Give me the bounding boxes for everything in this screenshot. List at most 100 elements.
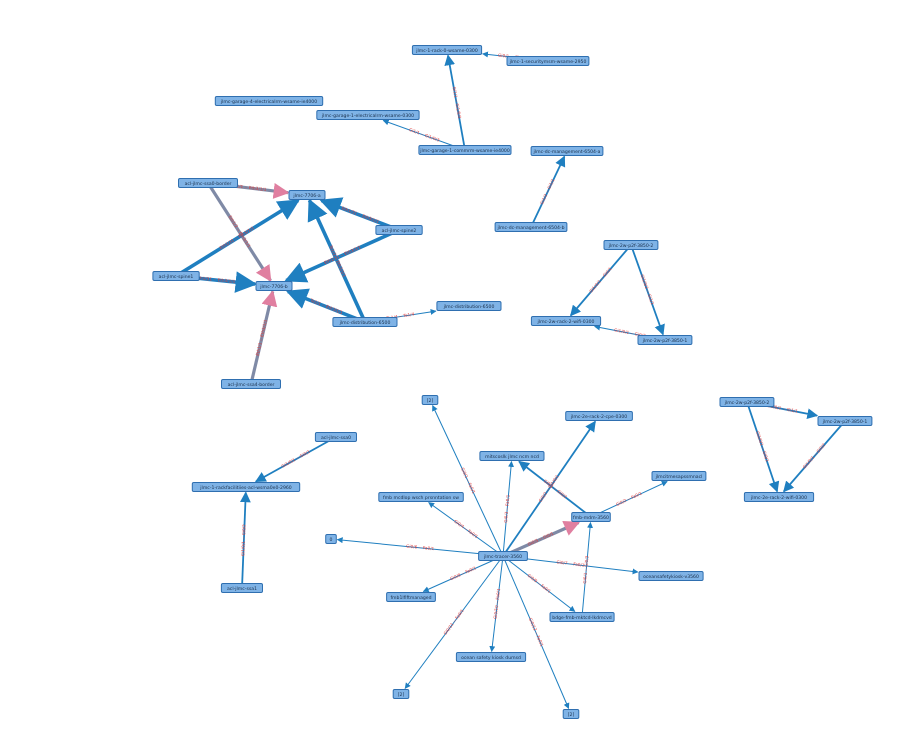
node-box[interactable] [530,146,604,156]
node-label: acl-jlmc-spine2 [382,228,417,234]
edge-label: Eth1/31 -- Eth3/1/1 [341,205,380,224]
graph-node[interactable]: jlmc-1-securitymsm-wsame-2950 [506,56,590,66]
node-box[interactable] [571,512,611,522]
graph-node[interactable]: jlmc-garage-4-electricalrm-wsame-ie4000 [214,96,324,106]
node-box[interactable] [651,471,707,481]
graph-node[interactable]: bdge-fmb-mktcd-lkdmcvd [549,612,615,622]
node-box[interactable] [478,551,528,561]
graph-node[interactable]: acl-jlmc-spine2 [375,225,423,235]
graph-node[interactable]: jlmc-garage-1-commrm-wsame-ie4000 [418,145,512,155]
node-box[interactable] [479,451,545,461]
node-label: jlmc-garage-1-electricalrm-wsame-0300 [321,113,414,119]
node-box[interactable] [314,432,357,442]
node-label: jlmc-2w-p2f-3850-1 [822,419,868,425]
node-box[interactable] [637,335,693,345]
edge-label: Gi0/2 -- Fa0/1 [615,490,643,507]
node-box[interactable] [817,416,873,426]
node-box[interactable] [549,612,615,622]
graph-node[interactable]: jlmc-distribution-6500 [436,301,502,311]
node-box[interactable] [565,411,633,421]
edge-n31-n30 [336,537,504,557]
edge-label: Gi1/1 -- Gi1/0/2 [452,86,463,119]
graph-node[interactable]: mitscoslk jlmc ncm ncd [479,451,545,461]
graph-node[interactable]: jlmc-1-rack-0-wsame-0300 [411,45,483,55]
edge-label: Gi0/5 -- Gi0/1 [527,531,555,547]
node-box[interactable] [375,225,423,235]
node-box[interactable] [638,571,704,581]
edge-label: Gi1/0/1 -- Gi0/1 [280,449,311,469]
graph-node[interactable]: [2] [421,395,439,405]
node-box[interactable] [418,145,512,155]
node-label: jlmc-2e-rack-2-cpe-0300 [570,414,627,420]
node-label: jlmc-2w-rack-2-wifi-0300 [537,319,595,325]
graph-node[interactable]: 0 [325,534,337,544]
node-box[interactable] [530,316,602,326]
graph-node[interactable]: acl-jlmc-ssa0-border [178,178,238,188]
graph-node[interactable]: acl-jlmc-ssa0 [314,432,357,442]
graph-node[interactable]: jlmc-tracer-3560 [478,551,528,561]
graph-node[interactable]: jlmc-2e-rack-2-wifi-0300 [743,492,815,502]
node-box[interactable] [152,271,200,281]
graph-node[interactable]: acl-jlmc-spine1 [152,271,200,281]
graph-node[interactable]: jlmc-7706-b [255,281,293,291]
graph-node[interactable]: jlmc-2w-p2f-3850-2 [603,240,659,250]
node-box[interactable] [214,96,324,106]
node-box[interactable] [603,240,659,250]
graph-node[interactable]: jlmc-2e-rack-2-cpe-0300 [565,411,633,421]
node-box[interactable] [316,110,420,120]
graph-node[interactable]: jlmcitmesapssmnacl [651,471,707,481]
node-box[interactable] [332,317,398,327]
graph-node[interactable]: jlmc-2w-rack-2-wifi-0300 [530,316,602,326]
graph-node[interactable]: [2] [562,709,580,719]
graph-node[interactable]: jlmc-2w-p2f-3850-1 [817,416,873,426]
graph-node[interactable]: acl-jlmc-ssa1 [220,583,263,593]
graph-node[interactable]: fmb1lfiftmanaged [386,592,436,602]
graph-node[interactable]: jlmc-2w-p2f-3850-2 [719,397,775,407]
edge-label: Gi0/6 -- Fa0/1 [406,543,435,551]
node-box[interactable] [719,397,775,407]
graph-node[interactable]: jlmc-2w-p2f-3850-1 [637,335,693,345]
node-box[interactable] [392,689,410,699]
node-label: acl-jlmc-spine1 [159,274,194,280]
node-box[interactable] [494,222,568,232]
node-box[interactable] [411,45,483,55]
node-box[interactable] [255,281,293,291]
node-box[interactable] [220,583,263,593]
nodes-layer: jlmc-1-rack-0-wsame-0300 jlmc-1-securitym… [152,45,873,719]
node-box[interactable] [455,652,527,662]
node-box[interactable] [436,301,502,311]
graph-node[interactable]: jlmc-distribution-6500 [332,317,398,327]
edge-n31-n29 [502,521,581,558]
node-box[interactable] [562,709,580,719]
graph-node[interactable]: jlmc-garage-1-electricalrm-wsame-0300 [316,110,420,120]
node-box[interactable] [191,482,301,492]
graph-node[interactable]: acl-jlmc-ssa4-border [221,379,281,389]
graph-node[interactable]: fmb mcdlop wsch prsnntation sw [378,492,464,502]
node-box[interactable] [221,379,281,389]
node-box[interactable] [288,190,326,200]
graph-node[interactable]: jlmc-1-rackfacilitiies-acl-wsma0e0-2960 [191,482,301,492]
edge-label: Gi0/4 -- Fa0/1 [453,519,479,540]
edge-label: Gi1/1 -- Gi1/0/3 [408,127,440,143]
node-box[interactable] [386,592,436,602]
node-box[interactable] [178,178,238,188]
node-label: fmb mcdlop wsch prsnntation sw [383,495,459,501]
node-label: 0 [330,537,333,543]
graph-node[interactable]: fmb-mdm-3560 [571,512,611,522]
edge-n31-n20 [502,420,596,557]
graph-node[interactable]: jlmc-dc-management-6504-b [494,222,568,232]
graph-node[interactable]: oceansafetykiosk-v3560 [638,571,704,581]
node-box[interactable] [378,492,464,502]
node-box[interactable] [743,492,815,502]
edge-n31-n24 [502,460,515,557]
node-box[interactable] [325,534,337,544]
graph-node[interactable]: ocean safety kiosk dumsd [455,652,527,662]
node-box[interactable] [421,395,439,405]
node-box[interactable] [506,56,590,66]
graph-node[interactable]: [2] [392,689,410,699]
edges-layer [175,51,846,710]
graph-node[interactable]: jlmc-dc-management-6504-a [530,146,604,156]
node-label: acl-jlmc-ssa4-border [228,382,275,388]
graph-node[interactable]: jlmc-7706-a [288,190,326,200]
node-label: mitscoslk jlmc ncm ncd [485,454,539,460]
